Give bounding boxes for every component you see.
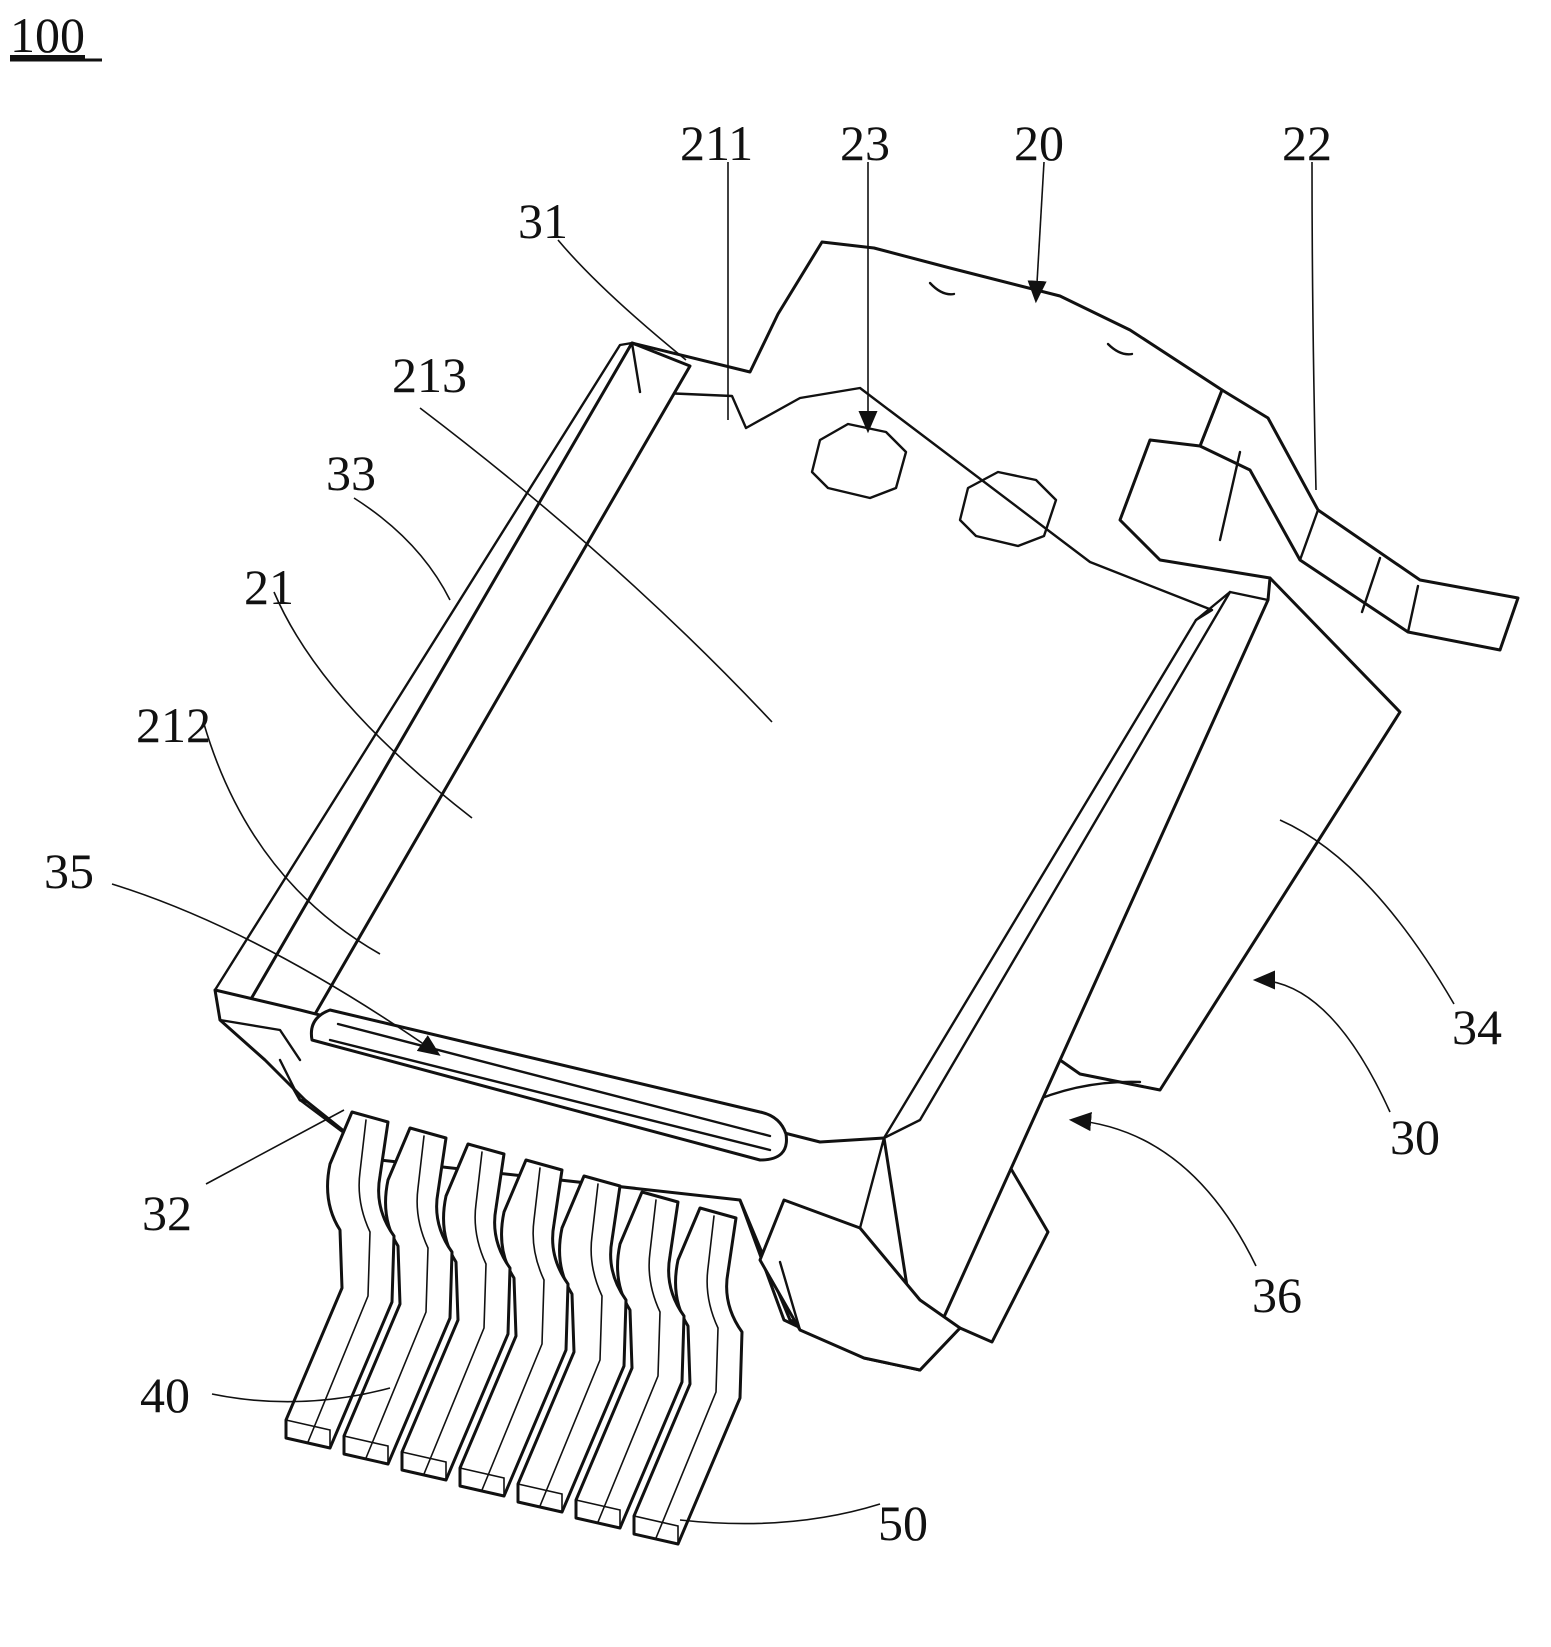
terminal-pin-ridge: [365, 1135, 429, 1459]
label-31: 31: [518, 193, 568, 249]
terminal-pin: [342, 1126, 454, 1466]
terminal-pin: [516, 1174, 628, 1514]
terminal-pin-tip: [343, 1435, 389, 1465]
terminal-pin-tip: [633, 1515, 679, 1545]
label-34: 34: [1452, 999, 1502, 1055]
terminal-pin-ridge: [539, 1183, 603, 1507]
label-40: 40: [140, 1367, 190, 1423]
label-21: 21: [244, 559, 294, 615]
terminal-pin-tip: [285, 1419, 331, 1449]
terminal-pin: [574, 1190, 686, 1530]
label-35: 35: [44, 843, 94, 899]
terminal-pin: [458, 1158, 570, 1498]
figure-number: 100: [10, 7, 85, 63]
label-20: 20: [1014, 115, 1064, 171]
terminal-pin-ridge: [307, 1119, 371, 1443]
terminal-pin-tip: [459, 1467, 505, 1497]
label-213: 213: [392, 347, 467, 403]
label-33: 33: [326, 445, 376, 501]
label-211: 211: [680, 115, 753, 171]
label-212: 212: [136, 697, 211, 753]
label-36: 36: [1252, 1267, 1302, 1323]
label-30: 30: [1390, 1109, 1440, 1165]
leader-lines: [111, 161, 1455, 1525]
terminal-pin: [284, 1110, 396, 1450]
housing-block-36: [758, 1136, 962, 1372]
terminal-pins: [284, 1110, 744, 1546]
terminal-pin-ridge: [655, 1215, 719, 1539]
spring-arm-22: [1198, 388, 1520, 652]
terminal-pin-tip: [401, 1451, 447, 1481]
label-50: 50: [878, 1495, 928, 1551]
label-23: 23: [840, 115, 890, 171]
terminal-pin-ridge: [597, 1199, 661, 1523]
label-22: 22: [1282, 115, 1332, 171]
label-32: 32: [142, 1185, 192, 1241]
terminal-pin-tip: [517, 1483, 563, 1513]
terminal-pin: [632, 1206, 744, 1546]
terminal-pin: [400, 1142, 512, 1482]
terminal-pin-ridge: [481, 1167, 545, 1491]
terminal-pin-tip: [575, 1499, 621, 1529]
terminal-pin-ridge: [423, 1151, 487, 1475]
